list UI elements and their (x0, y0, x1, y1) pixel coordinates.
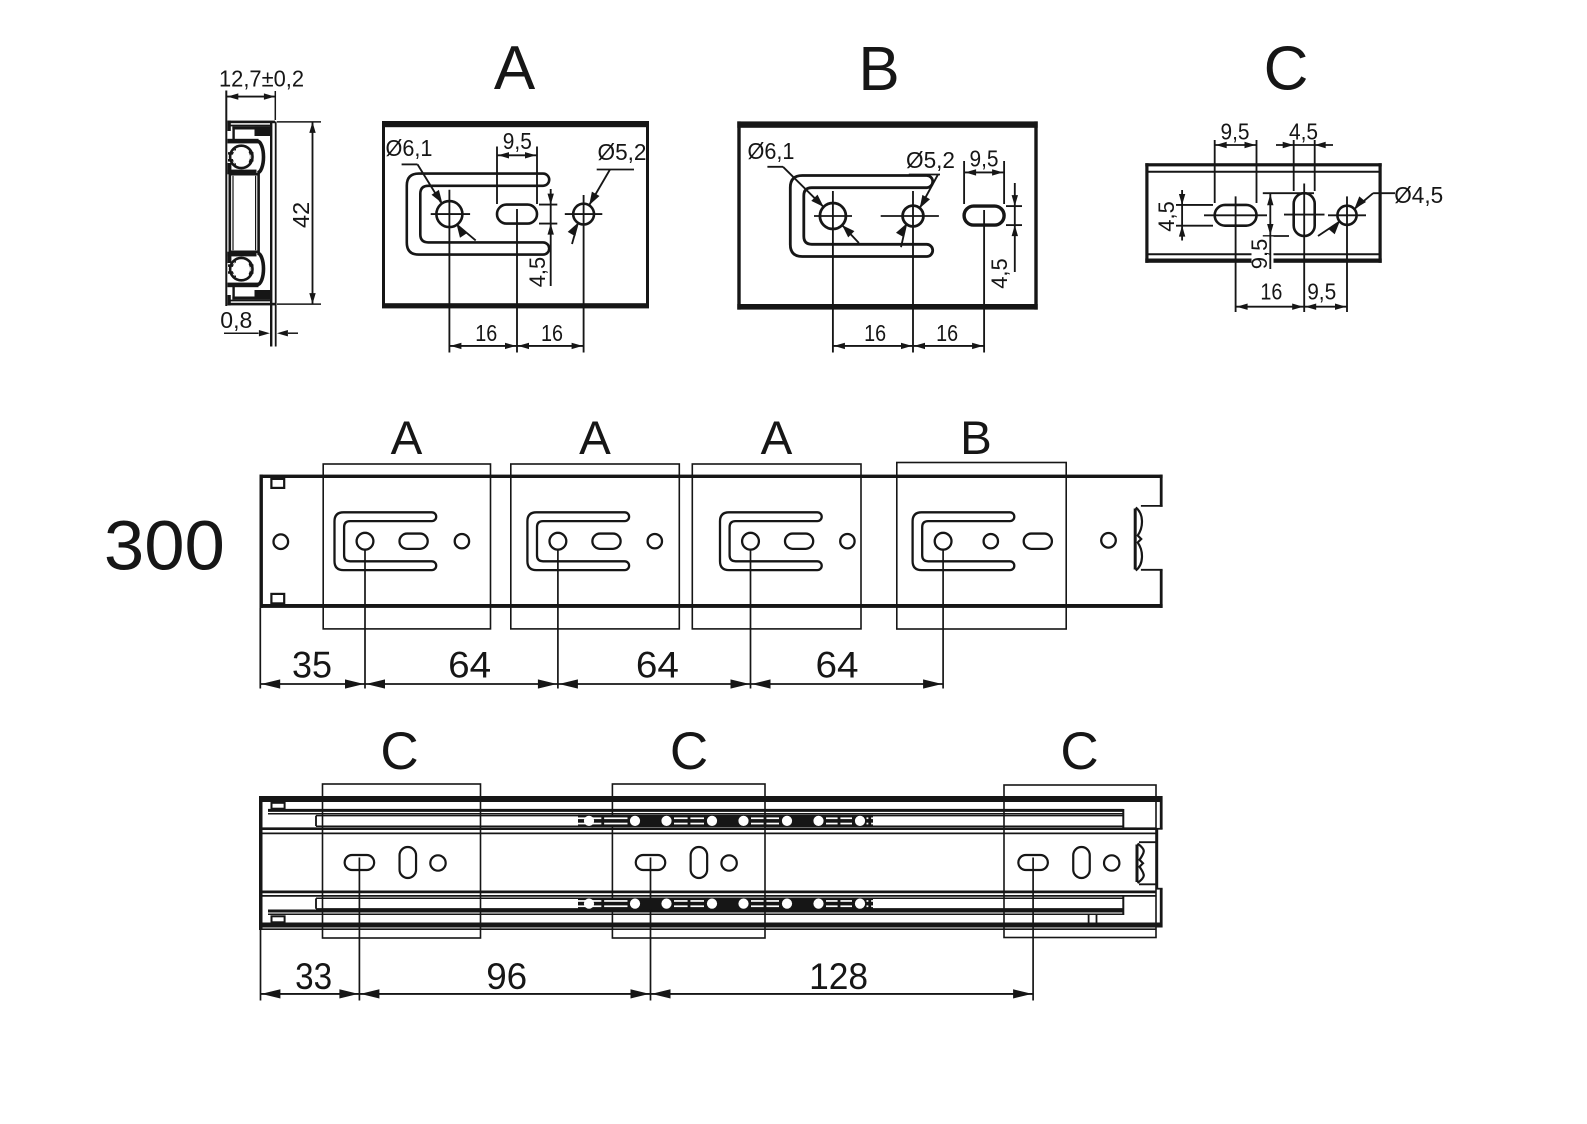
svg-text:Ø6,1: Ø6,1 (386, 135, 433, 161)
svg-text:300: 300 (104, 506, 225, 584)
svg-text:9,5: 9,5 (1247, 239, 1272, 270)
svg-text:96: 96 (486, 956, 527, 997)
svg-text:4,5: 4,5 (987, 258, 1012, 289)
svg-text:Ø6,1: Ø6,1 (748, 138, 795, 164)
svg-text:35: 35 (292, 645, 332, 686)
svg-text:128: 128 (809, 956, 868, 997)
svg-text:A: A (579, 412, 611, 465)
svg-text:C: C (1264, 35, 1309, 104)
svg-text:12,7±0,2: 12,7±0,2 (219, 65, 304, 91)
svg-text:16: 16 (936, 320, 958, 346)
svg-text:A: A (761, 412, 793, 465)
svg-text:33: 33 (295, 956, 332, 997)
svg-text:C: C (1060, 722, 1098, 781)
svg-text:A: A (494, 34, 536, 103)
svg-text:42: 42 (288, 202, 314, 228)
svg-text:9,5: 9,5 (1221, 119, 1250, 145)
svg-text:C: C (670, 722, 708, 781)
svg-text:A: A (391, 412, 423, 465)
svg-text:C: C (380, 722, 418, 781)
svg-text:4,5: 4,5 (1154, 201, 1179, 232)
svg-text:64: 64 (816, 645, 859, 686)
svg-text:64: 64 (636, 645, 679, 686)
svg-text:16: 16 (864, 320, 886, 346)
svg-text:64: 64 (448, 645, 491, 686)
svg-text:16: 16 (541, 320, 563, 346)
svg-text:9,5: 9,5 (970, 145, 999, 171)
svg-text:Ø5,2: Ø5,2 (906, 147, 955, 173)
svg-text:Ø4,5: Ø4,5 (1394, 182, 1443, 208)
svg-text:B: B (960, 412, 992, 465)
svg-text:16: 16 (1260, 279, 1282, 305)
svg-text:9,5: 9,5 (503, 128, 532, 154)
svg-text:B: B (858, 35, 899, 104)
svg-text:9,5: 9,5 (1307, 279, 1336, 305)
svg-text:0,8: 0,8 (220, 307, 252, 333)
svg-text:16: 16 (475, 320, 497, 346)
svg-text:4,5: 4,5 (525, 257, 550, 288)
svg-text:Ø5,2: Ø5,2 (598, 139, 647, 165)
